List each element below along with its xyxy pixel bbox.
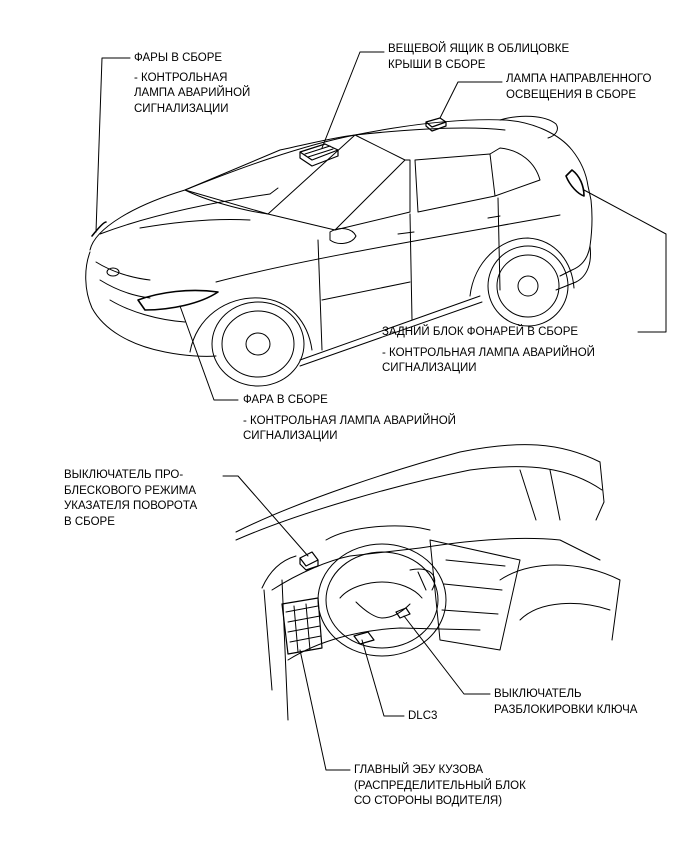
headlamp-sub-1: - КОНТРОЛЬНАЯ ЛАМПА АВАРИЙНОЙ	[243, 414, 456, 427]
roof-console-title-1: ВЕЩЕВОЙ ЯЩИК В ОБЛИЦОВКЕ	[388, 43, 570, 55]
roof-console-title-2: КРЫШИ В СБОРЕ	[388, 58, 486, 71]
dashboard-illustration	[235, 444, 621, 721]
dlc3-callout: DLC3	[408, 709, 437, 725]
rear-lamp-sub-2: СИГНАЛИЗАЦИИ	[382, 362, 477, 374]
headlamps-sub-2: ЛАМПА АВАРИЙНОЙ	[134, 87, 251, 99]
key-unlock-switch-title-2: РАЗБЛОКИРОВКИ КЛЮЧА	[494, 703, 638, 716]
headlamp-title: ФАРА В СБОРЕ	[243, 394, 328, 406]
rear-lamp-callout: ЗАДНИЙ БЛОК ФОНАРЕЙ В СБОРЕ - КОНТРОЛЬНА…	[382, 325, 595, 377]
main-body-ecu-title-1: ГЛАВНЫЙ ЭБУ КУЗОВА	[354, 764, 484, 776]
leader-lines	[95, 51, 667, 771]
main-body-ecu-title-3: СО СТОРОНЫ ВОДИТЕЛЯ)	[354, 795, 503, 807]
headlamps-title: ФАРЫ В СБОРЕ	[134, 52, 223, 64]
map-lamp-callout: ЛАМПА НАПРАВЛЕННОГО ОСВЕЩЕНИЯ В СБОРЕ	[506, 72, 651, 103]
main-body-ecu-title-2: (РАСПРЕДЕЛИТЕЛЬНЫЙ БЛОК	[354, 779, 526, 792]
key-unlock-switch-callout: ВЫКЛЮЧАТЕЛЬ РАЗБЛОКИРОВКИ КЛЮЧА	[494, 687, 637, 718]
main-body-ecu-callout: ГЛАВНЫЙ ЭБУ КУЗОВА (РАСПРЕДЕЛИТЕЛЬНЫЙ БЛ…	[354, 763, 526, 810]
flasher-switch-title-2: БЛЕСКОВОГО РЕЖИМА	[64, 484, 197, 497]
rear-lamp-title: ЗАДНИЙ БЛОК ФОНАРЕЙ В СБОРЕ	[382, 326, 579, 338]
map-lamp-title-1: ЛАМПА НАПРАВЛЕННОГО	[506, 73, 652, 85]
map-lamp-title-2: ОСВЕЩЕНИЯ В СБОРЕ	[506, 88, 636, 101]
headlamp-sub-2: СИГНАЛИЗАЦИИ	[243, 430, 338, 442]
flasher-switch-title-3: УКАЗАТЕЛЯ ПОВОРОТА	[64, 500, 198, 512]
flasher-switch-title-4: В СБОРЕ	[64, 515, 115, 528]
headlamps-sub-1: - КОНТРОЛЬНАЯ	[134, 71, 228, 84]
vehicle-illustration	[85, 115, 593, 387]
key-unlock-switch-title-1: ВЫКЛЮЧАТЕЛЬ	[494, 688, 582, 700]
headlamps-callout: ФАРЫ В СБОРЕ - КОНТРОЛЬНАЯ ЛАМПА АВАРИЙН…	[134, 51, 250, 117]
rear-lamp-sub-1: - КОНТРОЛЬНАЯ ЛАМПА АВАРИЙНОЙ	[382, 346, 595, 359]
headlamps-sub-3: СИГНАЛИЗАЦИИ	[134, 102, 229, 115]
roof-console-callout: ВЕЩЕВОЙ ЯЩИК В ОБЛИЦОВКЕ КРЫШИ В СБОРЕ	[388, 42, 569, 73]
flasher-switch-callout: ВЫКЛЮЧАТЕЛЬ ПРО- БЛЕСКОВОГО РЕЖИМА УКАЗА…	[64, 468, 197, 530]
flasher-switch-title-1: ВЫКЛЮЧАТЕЛЬ ПРО-	[64, 469, 184, 481]
dlc3-title: DLC3	[408, 710, 438, 722]
headlamp-callout: ФАРА В СБОРЕ - КОНТРОЛЬНАЯ ЛАМПА АВАРИЙН…	[243, 393, 456, 445]
